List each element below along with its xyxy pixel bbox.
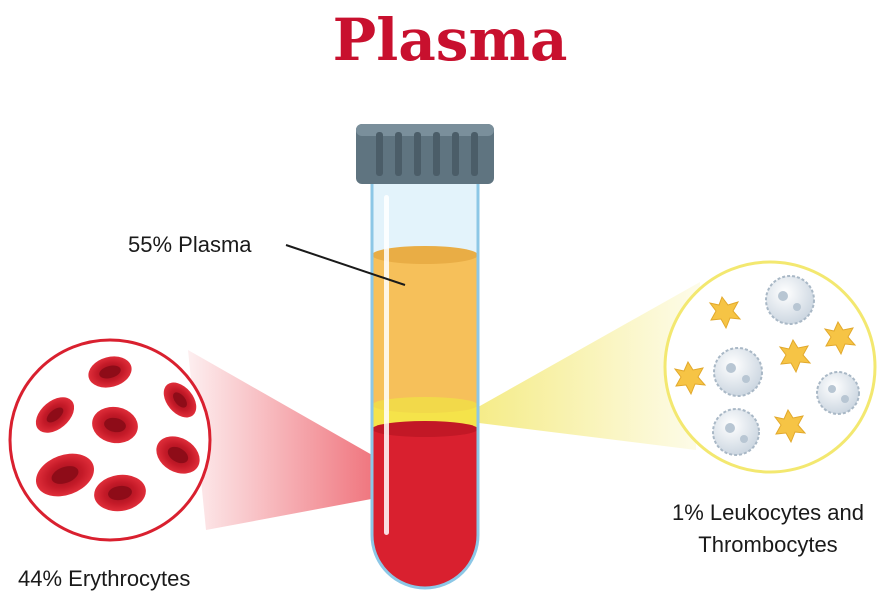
leukocyte-zoom-beam <box>455 282 700 450</box>
erythrocytes-label: 44% Erythrocytes <box>18 566 190 591</box>
erythrocyte-layer <box>372 429 478 588</box>
erythrocyte-icon <box>156 436 200 474</box>
erythrocyte-icon <box>88 356 132 388</box>
erythrocyte-icon <box>35 397 75 433</box>
thrombocyte-icon <box>778 338 812 374</box>
erythrocyte-icon <box>163 382 197 418</box>
plasma-pointer-line <box>285 244 406 286</box>
thrombocyte-icon <box>773 408 807 444</box>
page-title: Plasma <box>333 6 568 74</box>
thrombocyte-icon <box>823 320 857 356</box>
leukocytes-label-line2: Thrombocytes <box>698 532 837 557</box>
erythrocyte-icon <box>35 453 95 497</box>
erythrocyte-zoom-beam <box>188 350 430 530</box>
leukocyte-zoom-circle <box>663 260 877 474</box>
leukocytes-label-line1: 1% Leukocytes and <box>672 500 864 525</box>
leukocyte-icon <box>816 371 860 415</box>
leukocyte-icon <box>765 275 815 325</box>
thrombocyte-icon <box>673 360 707 396</box>
thrombocyte-icon <box>708 295 742 330</box>
test-tube-icon <box>356 124 494 590</box>
plasma-label: 55% Plasma <box>128 232 252 257</box>
leukocyte-icon <box>712 408 760 456</box>
leukocyte-icon <box>713 347 763 397</box>
erythrocyte-icon <box>94 474 146 512</box>
erythrocyte-icon <box>92 406 138 444</box>
tube-cap <box>356 124 494 184</box>
erythrocyte-zoom-circle <box>8 338 212 542</box>
